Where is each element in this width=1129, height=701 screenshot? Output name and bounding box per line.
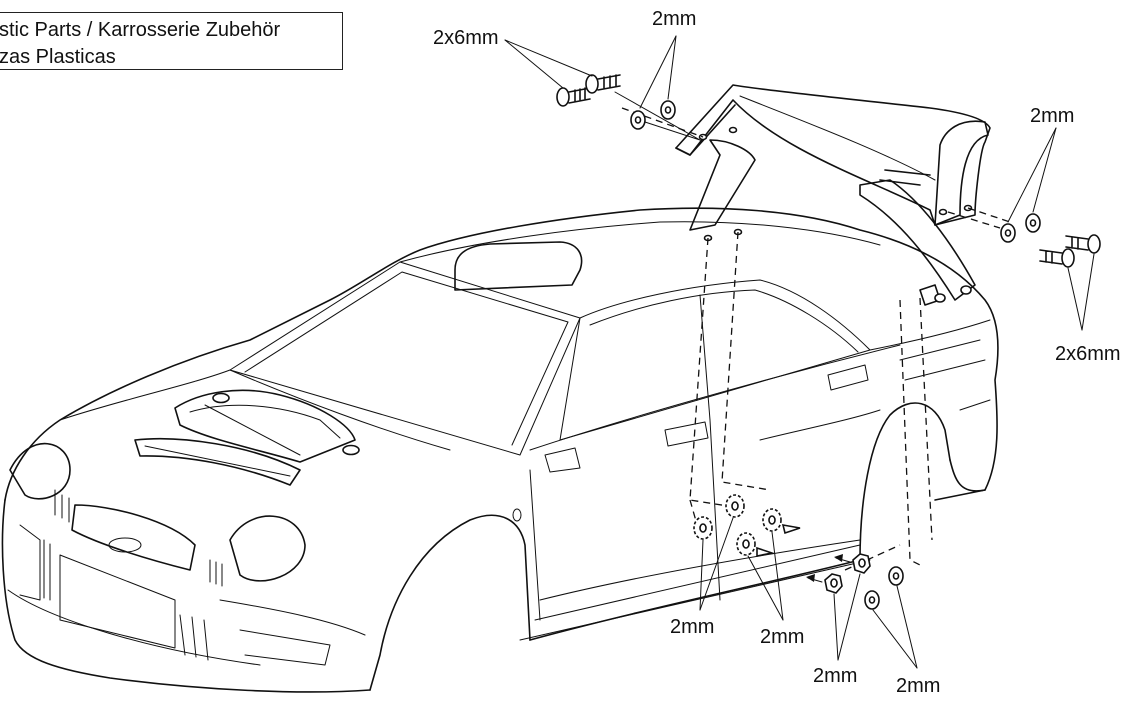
callout-washer-right: 2mm (1030, 105, 1074, 127)
washer-icon (660, 100, 676, 120)
nut-icon (762, 508, 782, 532)
nut-icon (725, 494, 745, 518)
washer-icon (1000, 223, 1016, 243)
rear-wing (675, 84, 991, 306)
callout-labels: 2x6mm 2mm 2mm 2x6mm 2mm 2mm 2mm 2mm (433, 8, 1121, 697)
screw-set-top-left (504, 35, 701, 141)
callout-washer-top: 2mm (652, 8, 696, 30)
nut-icon (736, 532, 756, 556)
screw-set-right (1000, 127, 1101, 331)
washer-icon (630, 110, 646, 130)
washer-icon (1025, 213, 1041, 233)
washer-icon (864, 590, 880, 610)
callout-screw-right: 2x6mm (1055, 343, 1121, 365)
section-title-line-1: stic Parts / Karrosserie Zubehör (0, 19, 281, 41)
screw-icon (1065, 234, 1101, 254)
callout-nuts-rear-left: 2mm (813, 665, 857, 687)
nut-icon (824, 573, 843, 594)
callout-nuts-door-right: 2mm (760, 626, 804, 648)
nut-icon (693, 516, 713, 540)
callout-nuts-door-left: 2mm (670, 616, 714, 638)
car-body (1, 207, 999, 693)
washer-icon (888, 566, 904, 586)
screw-icon (585, 74, 621, 94)
section-title-line-2: zas Plasticas (0, 46, 116, 68)
nut-set-rear (806, 553, 918, 669)
callout-screw-top-left: 2x6mm (433, 27, 499, 49)
nut-icon (852, 553, 871, 574)
section-title-box: stic Parts / Karrosserie Zubehör zas Pla… (0, 12, 343, 70)
callout-nuts-rear-right: 2mm (896, 675, 940, 697)
screw-icon (556, 87, 591, 107)
screw-icon (1039, 248, 1075, 268)
nut-set-door (693, 494, 801, 621)
assembly-guide-lines (621, 107, 1011, 571)
